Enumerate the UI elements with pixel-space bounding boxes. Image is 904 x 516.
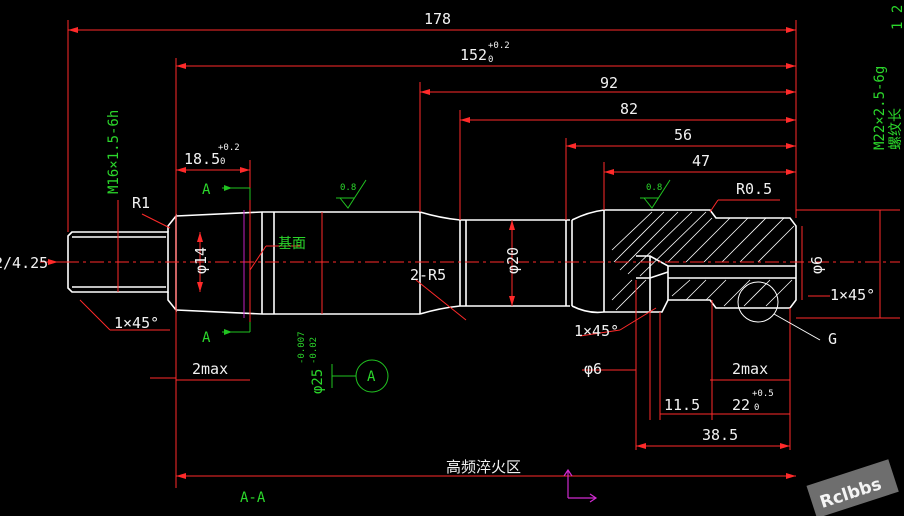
- thread-left: M16×1.5-6h: [106, 110, 122, 194]
- shaft-outline: [67, 209, 797, 315]
- radius-r1: R1: [132, 194, 150, 212]
- section-marks: [222, 185, 251, 335]
- max-right: 2max: [732, 360, 768, 378]
- right-green-partial: 螺纹长: [888, 108, 904, 150]
- datum-letter: A: [367, 369, 376, 385]
- dim-92: 92: [600, 74, 618, 92]
- tol-152-upper: +0.2: [488, 41, 510, 51]
- section-mark-bottom: A: [202, 330, 211, 346]
- right-edge-partial: 1 2 1 5: [890, 0, 904, 30]
- thread-right: M22×2.5-6g: [872, 66, 888, 150]
- tol-22-lower: 0: [754, 403, 759, 413]
- chamfer-mid: 1×45°: [574, 322, 619, 340]
- dia-6-bore: φ6: [808, 256, 826, 274]
- dimension-arrows: [48, 27, 796, 479]
- tol-18-5-lower: 0: [220, 157, 225, 167]
- left-edge-partial: 2/4.25: [0, 254, 48, 272]
- dia-20: φ20: [504, 247, 522, 274]
- dim-11-5: 11.5: [664, 396, 700, 414]
- dim-38-5: 38.5: [702, 426, 738, 444]
- dia-14: φ14: [192, 247, 210, 274]
- dim-18-5: 18.5: [184, 150, 220, 168]
- detail-circle-g: [737, 281, 779, 323]
- dia-25: φ25: [310, 369, 326, 394]
- dimension-text: 178 152 +0.2 0 92 82 56 47 18.5 +0.2 0 R…: [0, 10, 875, 476]
- dimension-lines: [40, 20, 900, 488]
- tol-25-lower: -0.02: [309, 337, 319, 364]
- label-g: G: [828, 330, 837, 348]
- roughness-2: 0.8: [646, 183, 662, 193]
- dim-47: 47: [692, 152, 710, 170]
- ucs-icon: [563, 468, 598, 503]
- watermark: [806, 459, 899, 516]
- dim-178: 178: [424, 10, 451, 28]
- chamfer-right: 1×45°: [830, 286, 875, 304]
- dia-6-hole: φ6: [584, 360, 602, 378]
- section-label: A-A: [240, 490, 266, 506]
- section-mark-top: A: [202, 182, 211, 198]
- chamfer-left: 1×45°: [114, 314, 159, 332]
- annotation-text: M16×1.5-6h M22×2.5-6g 螺纹长 1 2 1 5 φ25 -0…: [106, 0, 904, 506]
- max-left: 2max: [192, 360, 228, 378]
- dim-82: 82: [620, 100, 638, 118]
- tol-18-5-upper: +0.2: [218, 143, 240, 153]
- tol-22-upper: +0.5: [752, 389, 774, 399]
- dim-22: 22: [732, 396, 750, 414]
- dim-56: 56: [674, 126, 692, 144]
- datum-a-symbol: [331, 359, 389, 393]
- radius-2r5: 2-R5: [410, 266, 446, 284]
- radius-r05: R0.5: [736, 180, 772, 198]
- roughness-symbols: [336, 179, 671, 209]
- dim-152: 152: [460, 46, 487, 64]
- section-hatching: [611, 211, 795, 311]
- heat-treatment-zone: 高频淬火区: [446, 458, 521, 476]
- datum-base: 基面: [278, 235, 306, 252]
- roughness-1: 0.8: [340, 183, 356, 193]
- tol-25-upper: -0.007: [297, 331, 307, 364]
- tol-152-lower: 0: [488, 55, 493, 65]
